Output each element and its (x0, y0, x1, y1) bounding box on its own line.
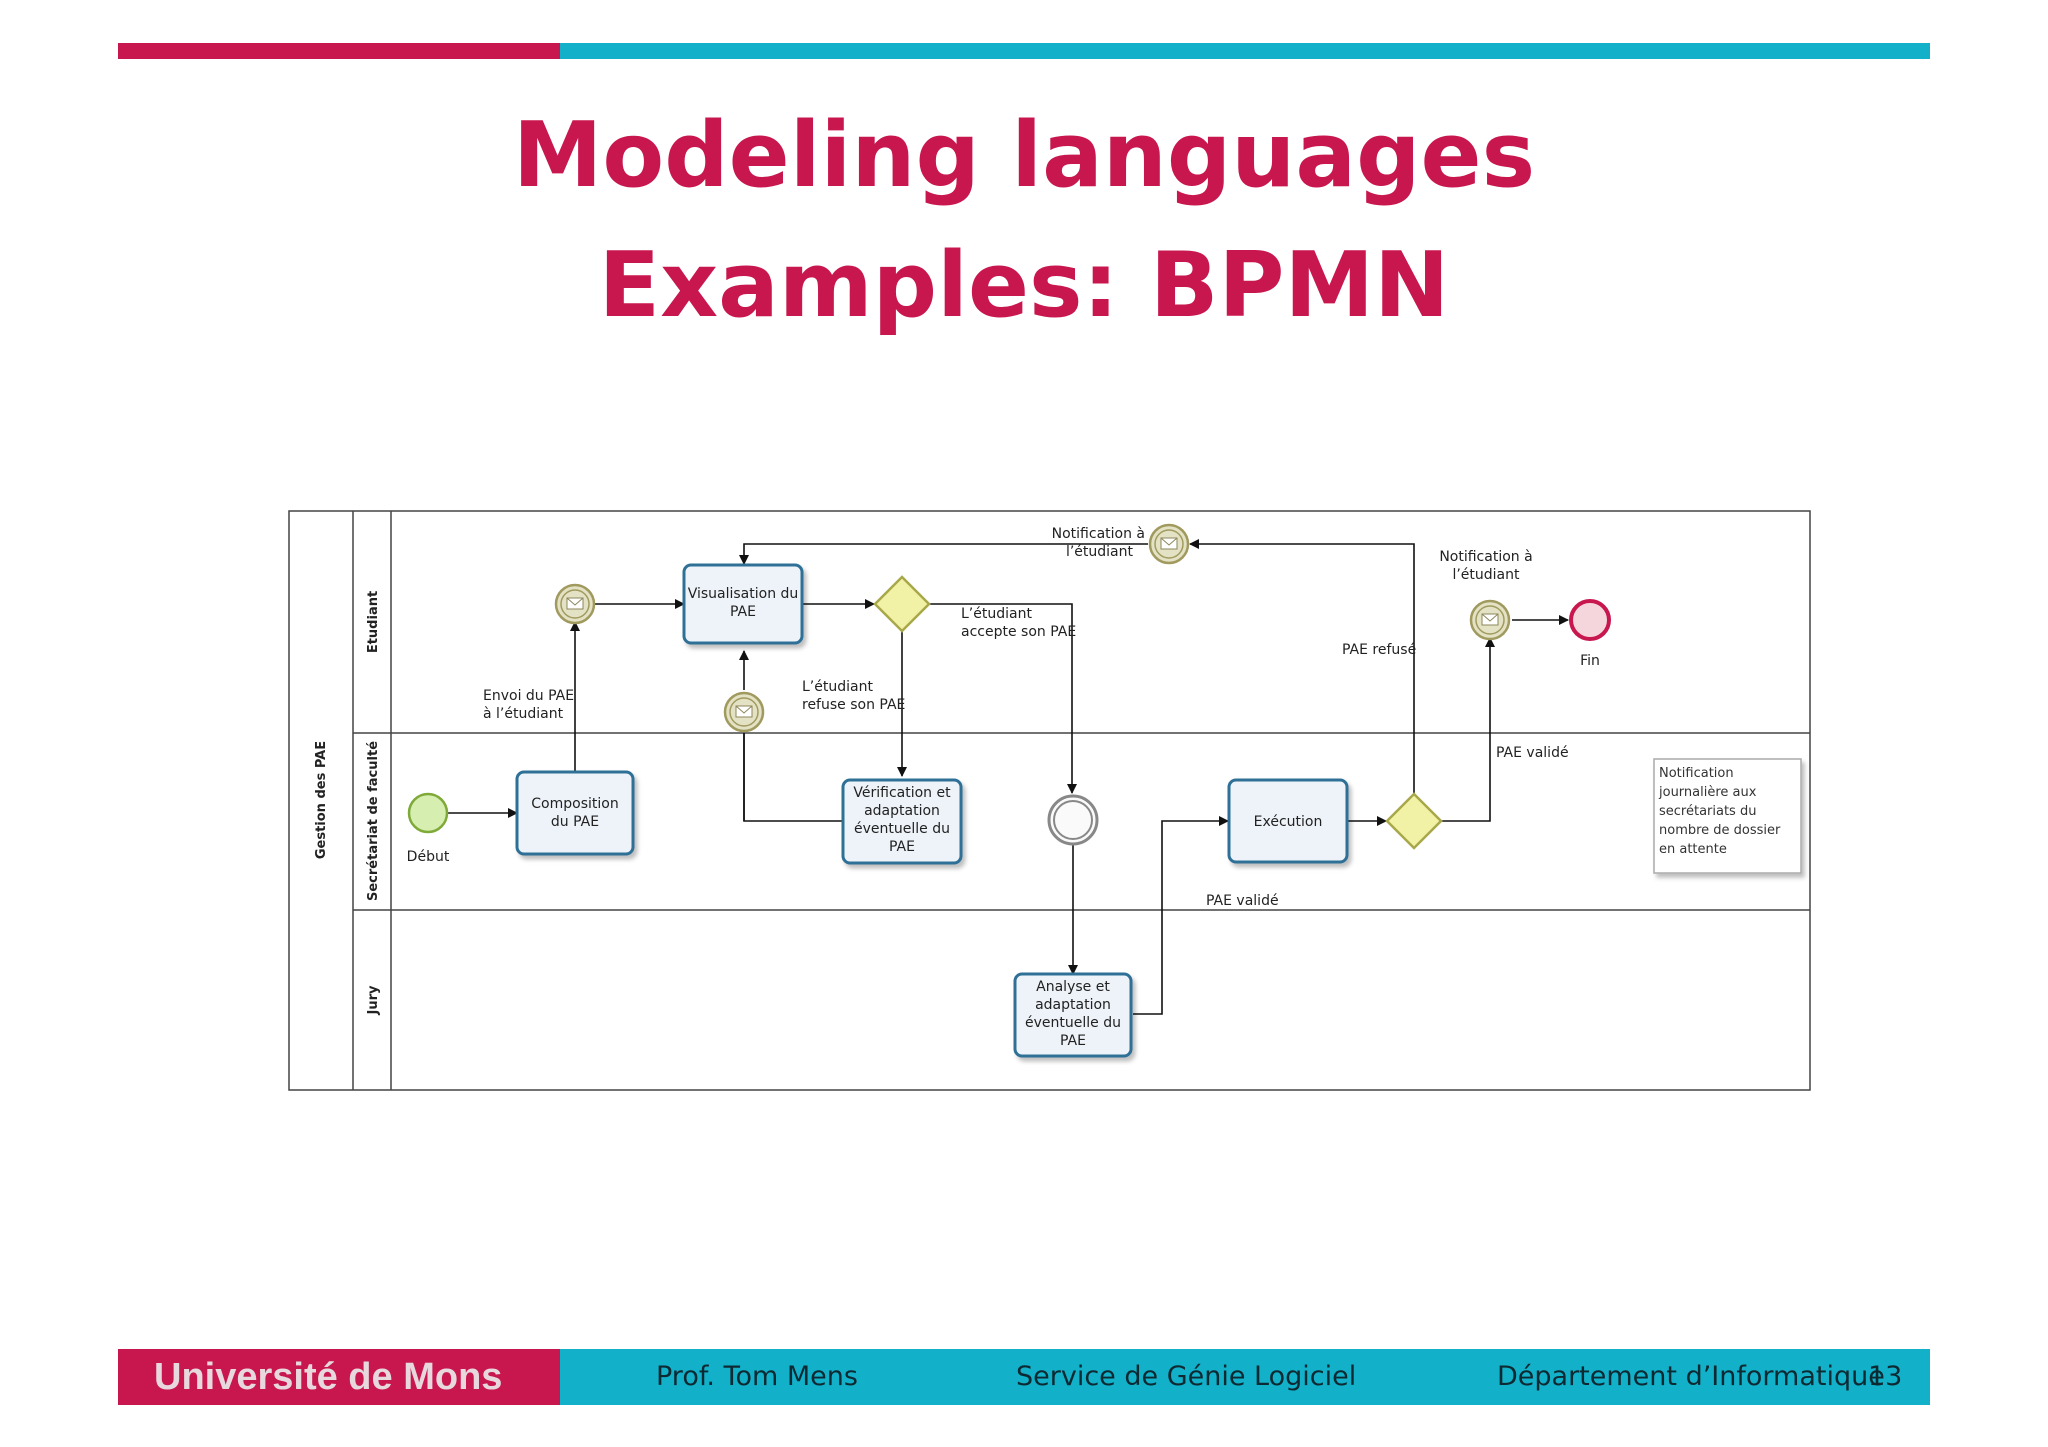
pool-label: Gestion des PAE (314, 741, 329, 859)
footer-page-number: 13 (1868, 1361, 1903, 1392)
gateway-accept-refuse (873, 575, 931, 633)
annotation-line-1: Notification (1659, 766, 1734, 781)
intermediate-event (1047, 794, 1099, 846)
task-analyse-line-4: PAE (1060, 1033, 1086, 1049)
task-analyse: Analyse et adaptation éventuelle du PAE (1013, 972, 1133, 1058)
task-composition-line-2: du PAE (551, 814, 599, 830)
start-event: Début (407, 792, 450, 865)
task-verification-line-2: adaptation (864, 803, 940, 819)
start-event-label: Début (407, 849, 450, 865)
label-refuse-line-2: refuse son PAE (802, 697, 905, 713)
task-verification: Vérification et adaptation éventuelle du… (841, 778, 963, 865)
lane-label-jury: Jury (366, 985, 381, 1016)
sequence-flows (442, 539, 1569, 1015)
gateway-valide-refuse (1385, 792, 1443, 850)
task-execution-label: Exécution (1254, 814, 1323, 830)
lane-label-secretariat: Secrétariat de faculté (366, 741, 381, 901)
task-verification-line-1: Vérification et (853, 785, 951, 801)
flow-labels: Envoi du PAE à l’étudiant Notification à… (483, 526, 1569, 909)
message-event-notification-top (1148, 523, 1190, 565)
footer-university: Université de Mons (118, 1349, 560, 1405)
task-visualisation-line-2: PAE (730, 604, 756, 620)
task-execution: Exécution (1227, 778, 1349, 864)
text-annotation: Notification journalière aux secrétariat… (1653, 758, 1802, 874)
footer-department: Département d’Informatique (1497, 1361, 1885, 1392)
annotation-line-4: nombre de dossier (1659, 823, 1781, 838)
lane-label-etudiant: Etudiant (366, 591, 381, 653)
end-event: Fin (1569, 599, 1611, 669)
task-analyse-line-1: Analyse et (1036, 979, 1110, 995)
envelope-icon (566, 597, 584, 610)
task-visualisation: Visualisation du PAE (682, 563, 804, 645)
task-composition: Composition du PAE (515, 770, 635, 856)
message-event-envoi (554, 583, 596, 625)
task-verification-line-4: PAE (889, 839, 915, 855)
end-event-label: Fin (1580, 653, 1600, 669)
footer: Université de Mons Prof. Tom Mens Servic… (118, 1349, 1930, 1405)
label-refuse-line-1: L’étudiant (802, 679, 873, 695)
label-envoi-line-1: Envoi du PAE (483, 688, 574, 704)
slide-title-line-2: Examples: BPMN (598, 233, 1450, 338)
envelope-icon (1481, 613, 1499, 626)
task-visualisation-line-1: Visualisation du (688, 586, 799, 602)
label-notif-top-line-1: Notification à (1052, 526, 1145, 542)
message-event-notification-right (1469, 599, 1511, 641)
task-verification-line-3: éventuelle du (854, 821, 950, 837)
footer-professor: Prof. Tom Mens (656, 1361, 858, 1392)
top-accent-bar-cyan (560, 43, 1930, 59)
footer-service: Service de Génie Logiciel (1016, 1361, 1357, 1392)
label-pae-valide-upper: PAE validé (1496, 745, 1569, 761)
label-notif-right-line-1: Notification à (1439, 549, 1532, 565)
message-event-refuse (723, 691, 765, 733)
task-analyse-line-3: éventuelle du (1025, 1015, 1121, 1031)
footer-info-bar: Prof. Tom Mens Service de Génie Logiciel… (560, 1349, 1930, 1405)
task-analyse-line-2: adaptation (1035, 997, 1111, 1013)
label-accepte-line-2: accepte son PAE (961, 624, 1076, 640)
label-envoi-line-2: à l’étudiant (483, 706, 564, 722)
annotation-line-2: journalière aux (1658, 785, 1757, 800)
slide-title-line-1: Modeling languages (512, 103, 1536, 208)
envelope-icon (1160, 537, 1178, 550)
annotation-line-5: en attente (1659, 842, 1727, 857)
label-pae-valide-lower: PAE validé (1206, 893, 1279, 909)
label-notif-top-line-2: l’étudiant (1066, 544, 1134, 560)
label-accepte-line-1: L’étudiant (961, 606, 1032, 622)
task-composition-line-1: Composition (531, 796, 618, 812)
label-pae-refuse: PAE refusé (1342, 642, 1416, 658)
annotation-line-3: secrétariats du (1659, 804, 1756, 819)
label-notif-right-line-2: l’étudiant (1452, 567, 1520, 583)
top-accent-bar-red (118, 43, 560, 59)
envelope-icon (735, 705, 753, 718)
